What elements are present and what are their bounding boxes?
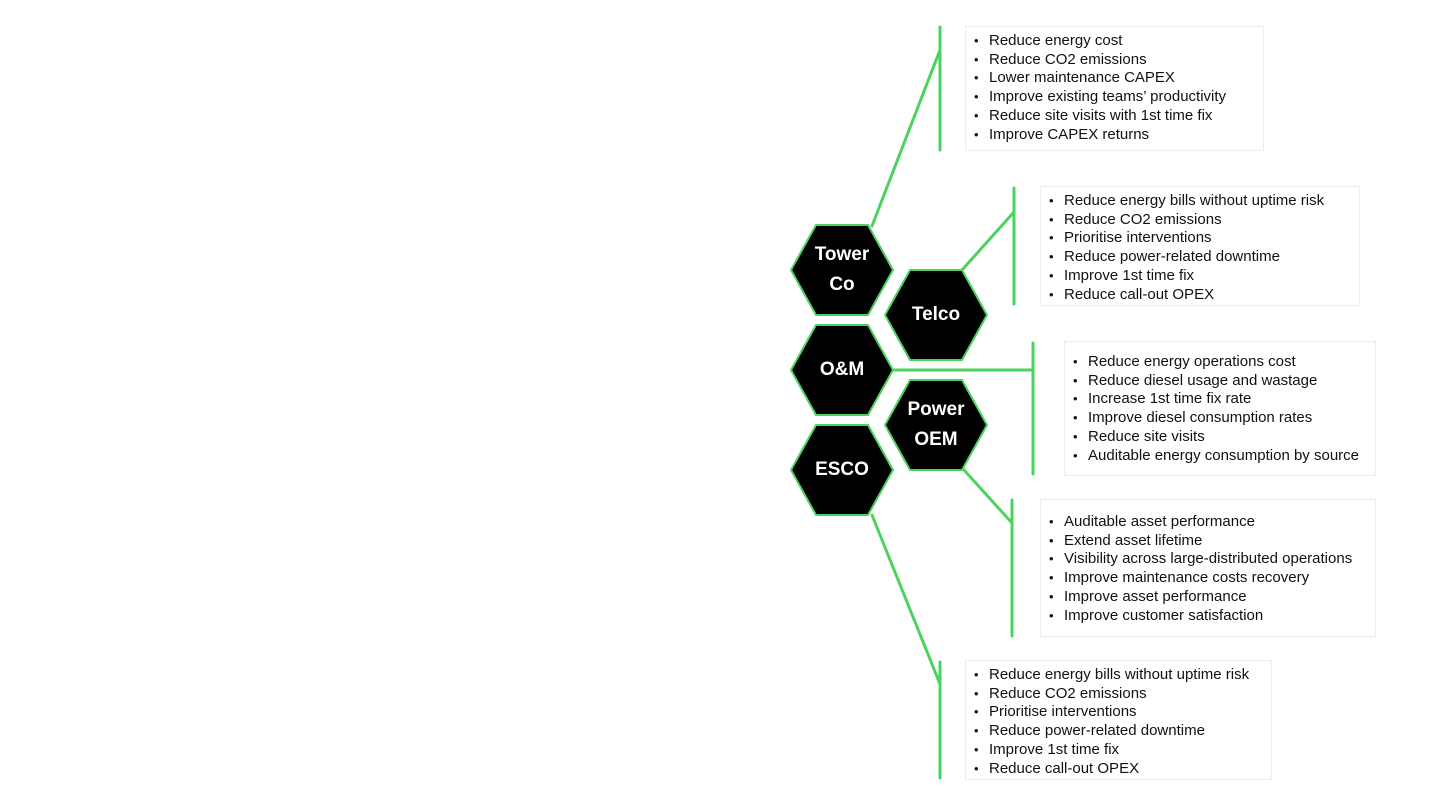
hexagon-shape	[884, 379, 988, 471]
hexagon-shape	[790, 424, 894, 516]
benefit-item: Improve CAPEX returns	[974, 126, 1253, 145]
benefit-box-esco: Reduce energy bills without uptime risk …	[965, 660, 1272, 780]
benefit-list: Reduce energy operations cost Reduce die…	[1073, 353, 1365, 465]
benefit-box-om: Reduce energy operations cost Reduce die…	[1064, 341, 1376, 476]
connector-telco	[960, 210, 1016, 272]
benefit-item: Reduce energy bills without uptime risk	[1049, 192, 1349, 211]
benefit-item: Visibility across large-distributed oper…	[1049, 550, 1365, 569]
connector-towerco	[870, 48, 942, 228]
benefit-item: Prioritise interventions	[1049, 229, 1349, 248]
benefit-item: Reduce CO2 emissions	[1049, 211, 1349, 230]
benefit-item: Reduce call-out OPEX	[974, 760, 1261, 779]
hex-label: ESCO	[815, 459, 869, 480]
benefit-item: Improve maintenance costs recovery	[1049, 569, 1365, 588]
benefit-item: Auditable energy consumption by source	[1073, 447, 1365, 466]
hex-label: Power OEM	[907, 399, 965, 450]
benefit-item: Prioritise interventions	[974, 703, 1261, 722]
benefit-list: Auditable asset performance Extend asset…	[1049, 513, 1365, 625]
connector-poweroem	[962, 468, 1014, 525]
benefit-item: Extend asset lifetime	[1049, 532, 1365, 551]
benefit-item: Improve existing teams’ productivity	[974, 88, 1253, 107]
benefit-item: Reduce energy operations cost	[1073, 353, 1365, 372]
benefit-item: Increase 1st time fix rate	[1073, 390, 1365, 409]
benefit-item: Reduce CO2 emissions	[974, 51, 1253, 70]
benefit-item: Improve diesel consumption rates	[1073, 409, 1365, 428]
benefit-item: Reduce call-out OPEX	[1049, 286, 1349, 305]
benefit-item: Reduce energy cost	[974, 32, 1253, 51]
hex-label: Tower Co	[814, 244, 870, 295]
hexagon-shape	[790, 224, 894, 316]
benefit-item: Reduce power-related downtime	[1049, 248, 1349, 267]
benefit-item: Improve 1st time fix	[1049, 267, 1349, 286]
benefit-item: Improve asset performance	[1049, 588, 1365, 607]
hex-power-oem: Power OEM	[884, 379, 988, 471]
benefit-item: Auditable asset performance	[1049, 513, 1365, 532]
benefit-item: Improve 1st time fix	[974, 741, 1261, 760]
benefit-list: Reduce energy bills without uptime risk …	[974, 666, 1261, 778]
hex-telco: Telco	[884, 269, 988, 361]
benefit-item: Reduce power-related downtime	[974, 722, 1261, 741]
benefit-item: Improve customer satisfaction	[1049, 607, 1365, 626]
benefit-item: Lower maintenance CAPEX	[974, 69, 1253, 88]
benefit-item: Reduce diesel usage and wastage	[1073, 372, 1365, 391]
hex-label: Telco	[911, 304, 961, 325]
hex-tower-co: Tower Co	[790, 224, 894, 316]
benefit-box-telco: Reduce energy bills without uptime risk …	[1040, 186, 1360, 306]
connector-esco	[870, 513, 942, 686]
hex-esco: ESCO	[790, 424, 894, 516]
benefit-box-power-oem: Auditable asset performance Extend asset…	[1040, 499, 1376, 637]
benefit-item: Reduce CO2 emissions	[974, 685, 1261, 704]
hexagon-shape	[790, 324, 894, 416]
benefit-item: Reduce site visits	[1073, 428, 1365, 447]
benefit-list: Reduce energy cost Reduce CO2 emissions …	[974, 32, 1253, 144]
benefit-box-tower-co: Reduce energy cost Reduce CO2 emissions …	[965, 26, 1264, 151]
hexagon-shape	[884, 269, 988, 361]
benefit-list: Reduce energy bills without uptime risk …	[1049, 192, 1349, 304]
benefit-item: Reduce site visits with 1st time fix	[974, 107, 1253, 126]
hex-label: O&M	[819, 359, 865, 380]
benefit-item: Reduce energy bills without uptime risk	[974, 666, 1261, 685]
hex-om: O&M	[790, 324, 894, 416]
